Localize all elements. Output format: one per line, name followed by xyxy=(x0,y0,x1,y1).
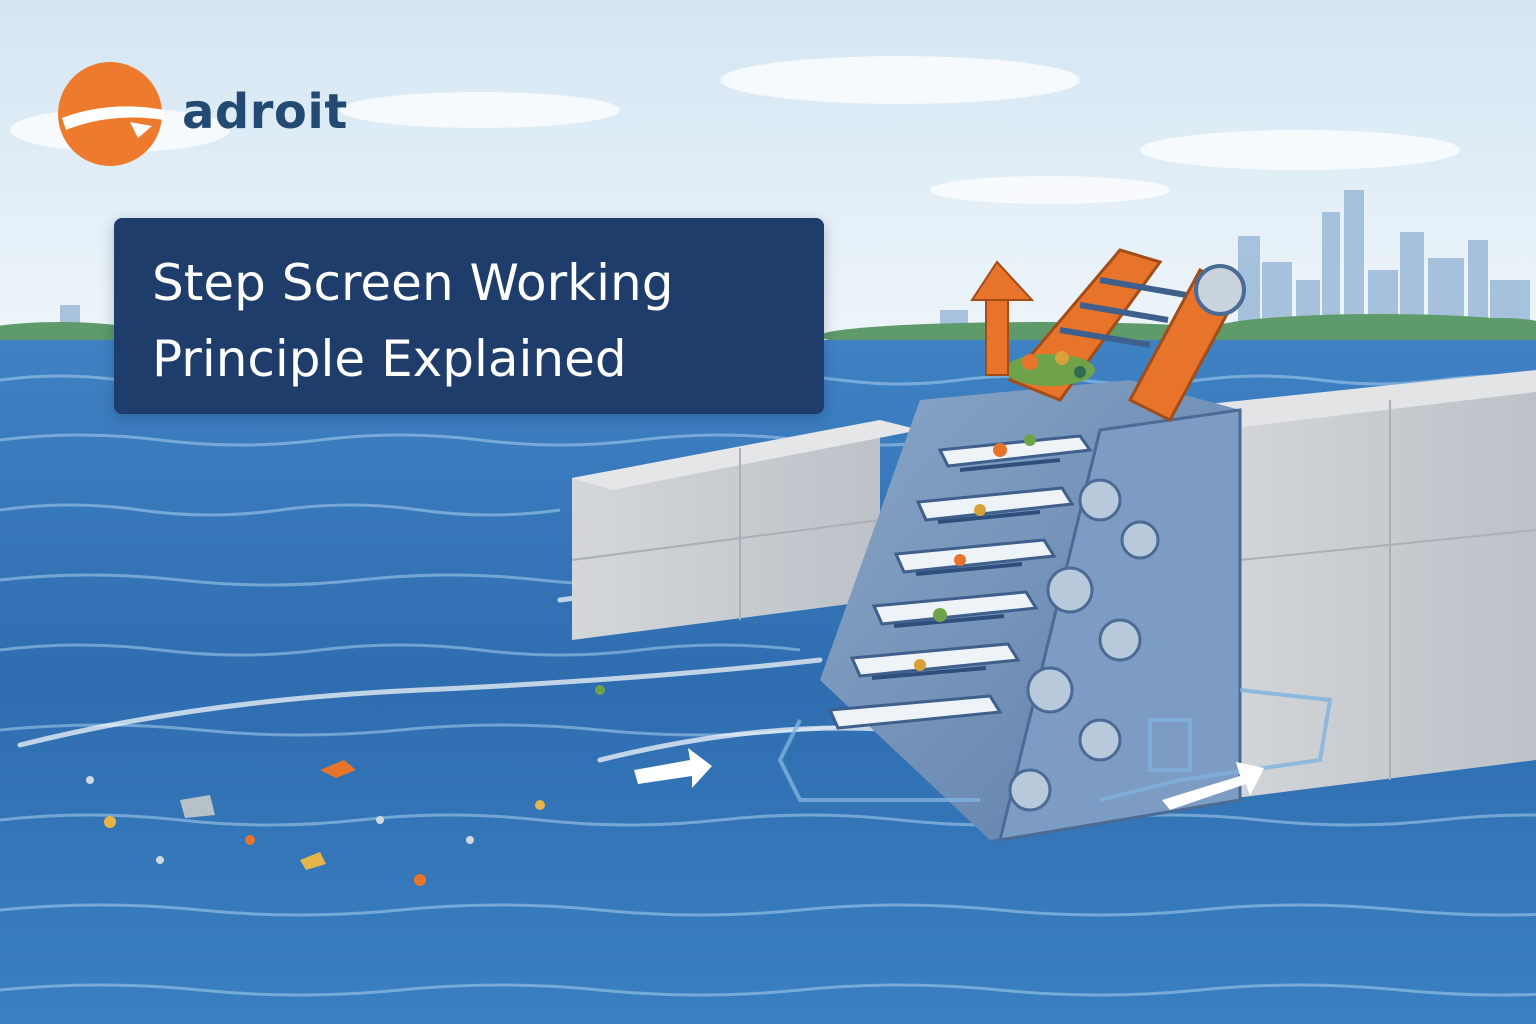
left-concrete-wall xyxy=(571,420,920,640)
lift-arrow-icon xyxy=(970,260,1035,376)
page-title-line-2: Principle Explained xyxy=(152,330,627,388)
step-screen-machine xyxy=(777,248,1333,842)
screen-steps xyxy=(827,434,1093,730)
adroit-logo-icon xyxy=(58,62,164,166)
page-title-line-1: Step Screen Working xyxy=(152,254,674,312)
brand-logo[interactable]: adroit xyxy=(52,56,392,174)
side-plate-rollers xyxy=(1008,478,1160,812)
flow-arrow-icon xyxy=(634,748,1264,810)
discharge-conveyor xyxy=(1005,248,1246,422)
screen-bars xyxy=(871,458,1061,680)
title-panel: Step Screen Working Principle Explained xyxy=(114,218,824,414)
debris-pile xyxy=(1005,351,1095,386)
captured-debris xyxy=(914,434,1036,671)
clouds xyxy=(10,56,1460,204)
submerged-base xyxy=(777,688,1333,802)
floating-debris xyxy=(86,685,605,886)
brand-name: adroit xyxy=(182,84,348,140)
